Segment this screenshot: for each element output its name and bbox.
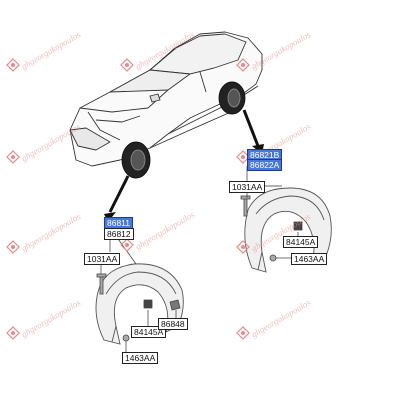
rear-screw-drawing (269, 254, 277, 262)
watermark-logo-icon (120, 58, 134, 72)
front-bolt-label[interactable]: 1031AA (84, 253, 121, 265)
front-part-number-primary[interactable]: 86811 (104, 217, 134, 229)
front-part-number-secondary[interactable]: 86812 (104, 228, 134, 240)
front-bracket-drawing (169, 299, 181, 311)
front-pointer-arrow (108, 175, 130, 213)
rear-screw-label[interactable]: 1463AA (291, 253, 328, 265)
rear-bolt-label[interactable]: 1031AA (229, 181, 266, 193)
front-clip-drawing (143, 299, 153, 309)
watermark-logo-icon (236, 326, 250, 340)
front-bracket-label[interactable]: 86848 (158, 318, 188, 330)
front-bolt-drawing (96, 273, 107, 295)
rear-bolt-drawing (240, 195, 251, 217)
front-clip-label[interactable]: 84145A (131, 326, 167, 338)
front-screw-label[interactable]: 1463AA (122, 352, 159, 364)
watermark-logo-icon (6, 58, 20, 72)
watermark-logo-icon (236, 58, 250, 72)
watermark-logo-icon (120, 238, 134, 252)
watermark-logo-icon (6, 326, 20, 340)
front-liner-drawing (95, 263, 184, 345)
car-illustration (69, 31, 263, 179)
watermark-logo-icon (6, 150, 20, 164)
rear-pointer-arrow (242, 109, 260, 147)
front-screw-drawing (122, 334, 130, 342)
rear-clip-label[interactable]: 84145A (283, 236, 319, 248)
watermark-logo-icon (236, 240, 250, 254)
watermark-logo-icon (6, 240, 20, 254)
rear-clip-drawing (293, 221, 303, 231)
rear-part-number-secondary[interactable]: 86822A (247, 159, 283, 171)
